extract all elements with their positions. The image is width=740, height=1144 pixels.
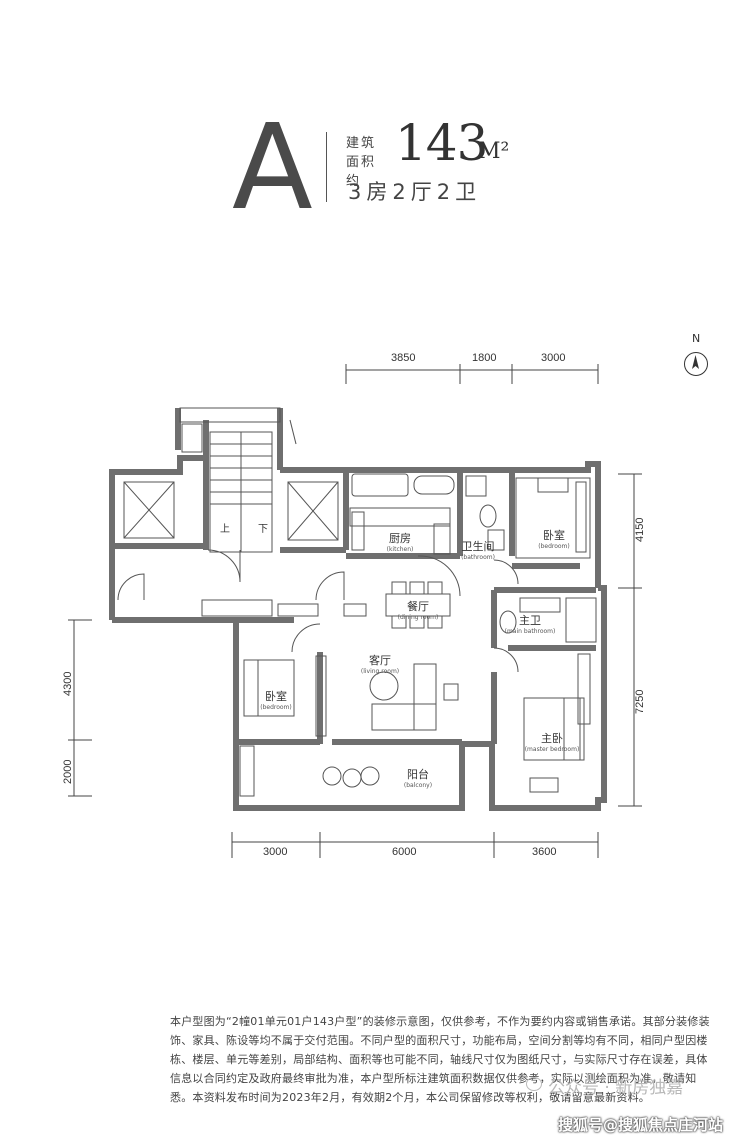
area-label: 建筑 面积约 (346, 134, 388, 191)
wechat-watermark: 公众号 · 新房独嘉 (548, 1078, 684, 1098)
stair-up-label: 上 (220, 524, 230, 535)
dim-left-2: 2000 (62, 759, 74, 784)
room-bedroom-1-cn: 卧室 (543, 529, 565, 542)
dim-right-1: 4150 (634, 517, 646, 542)
wechat-icon (526, 1077, 542, 1091)
room-living: 客厅 (living room) (352, 652, 408, 675)
area-unit: M² (478, 139, 510, 164)
room-kitchen: 厨房 (kitchen) (370, 530, 430, 553)
sohu-watermark: 搜狐号@搜狐焦点庄河站 (558, 1116, 724, 1134)
room-bedroom-2-en: (bedroom) (260, 704, 292, 711)
room-living-en: (living room) (360, 668, 400, 675)
room-living-cn: 客厅 (369, 654, 391, 667)
room-bathroom-en: (bathroom) (461, 554, 495, 561)
room-kitchen-cn: 厨房 (389, 532, 411, 545)
dim-right-2: 7250 (634, 689, 646, 714)
room-balcony: 阳台 (balcony) (392, 766, 444, 789)
room-bathroom: 卫生间 (bathroom) (456, 538, 500, 561)
disclaimer-text: 本户型图为“2幢01单元01户143户型”的装修示意图，仅供参考，不作为要约内容… (170, 1015, 710, 1104)
room-dining-cn: 餐厅 (407, 600, 429, 613)
room-master-bedroom: 主卧 (master bedroom) (520, 730, 584, 753)
room-bedroom-1-en: (bedroom) (538, 543, 570, 550)
area-label-line2: 面积约 (346, 155, 377, 189)
area-value: 143 (395, 114, 488, 172)
dim-left-1: 4300 (62, 671, 74, 696)
room-dining: 餐厅 (dining room) (386, 598, 450, 621)
dim-bottom-3: 3600 (532, 846, 557, 858)
dim-bottom-2: 6000 (392, 846, 417, 858)
room-master-bath-cn: 主卫 (519, 614, 541, 627)
dim-bottom-1: 3000 (263, 846, 288, 858)
room-bedroom-2: 卧室 (bedroom) (248, 688, 304, 711)
room-master-bath-en: (main bathroom) (504, 628, 556, 635)
dim-top-2: 1800 (472, 352, 497, 364)
dim-top-3: 3000 (541, 352, 566, 364)
room-bathroom-cn: 卫生间 (461, 540, 495, 553)
layout-summary: 3房2厅2卫 (348, 180, 482, 204)
room-bedroom-2-cn: 卧室 (265, 690, 287, 703)
room-kitchen-en: (kitchen) (386, 546, 414, 553)
area-label-line1: 建筑 (346, 136, 377, 151)
room-bedroom-1: 卧室 (bedroom) (526, 527, 582, 550)
stair-down-label: 下 (258, 524, 268, 535)
dim-top-1: 3850 (391, 352, 416, 364)
room-master-bath: 主卫 (main bathroom) (500, 612, 560, 635)
compass-north-label: N (692, 332, 701, 345)
title-divider (326, 132, 327, 202)
floor-plan (68, 364, 642, 858)
room-balcony-cn: 阳台 (407, 768, 429, 781)
room-master-bedroom-en: (master bedroom) (524, 746, 580, 753)
room-master-bedroom-cn: 主卧 (541, 732, 563, 745)
unit-type-letter: A (232, 98, 313, 236)
room-balcony-en: (balcony) (403, 782, 433, 789)
compass-icon (684, 352, 708, 376)
room-dining-en: (dining room) (397, 614, 439, 621)
